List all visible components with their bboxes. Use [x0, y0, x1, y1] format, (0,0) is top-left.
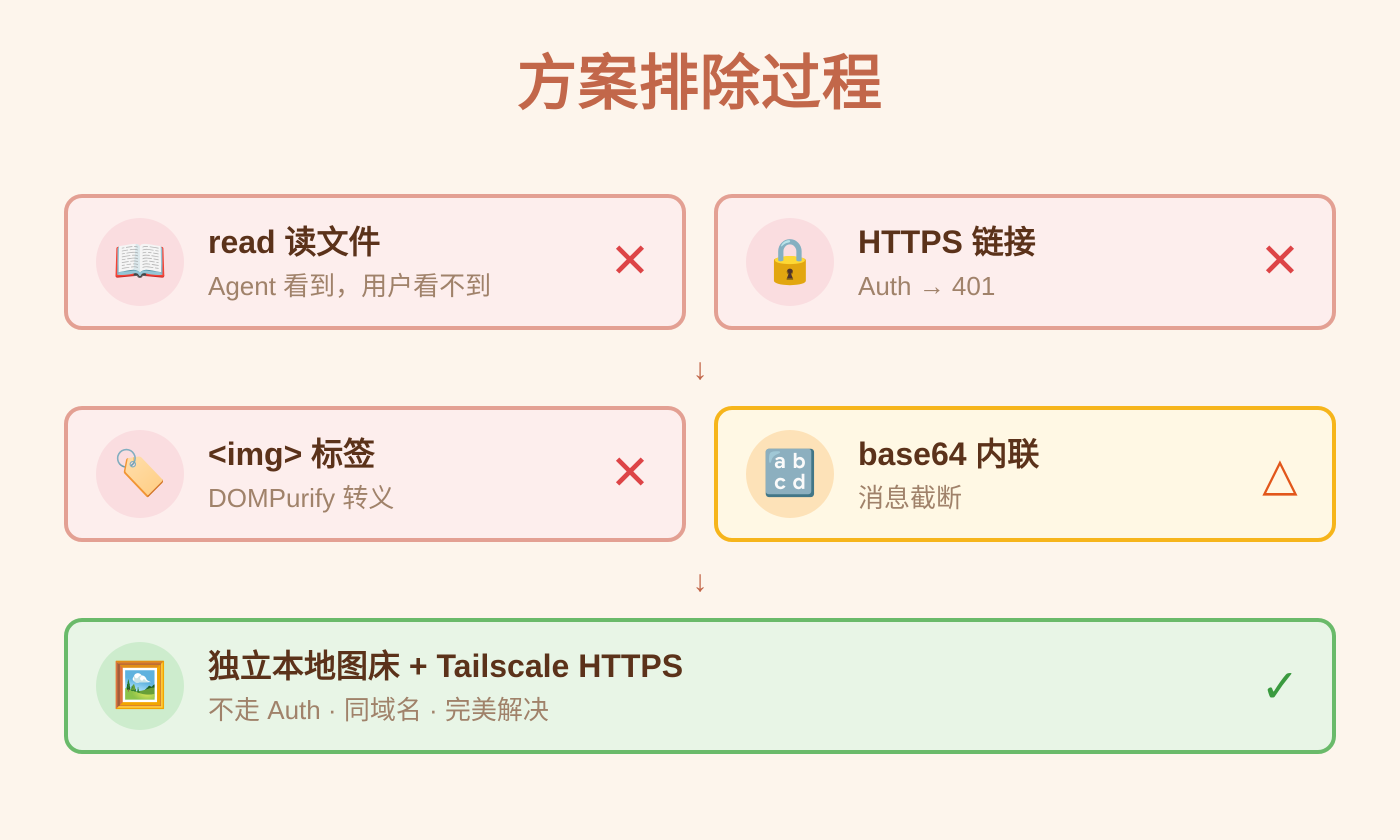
card-title: 独立本地图床 + Tailscale HTTPS [208, 648, 684, 684]
card-text: 独立本地图床 + Tailscale HTTPS 不走 Auth · 同域名 ·… [208, 644, 683, 730]
warning-triangle-icon: △ [1262, 448, 1298, 500]
tag-icon: 🏷️ [96, 430, 184, 518]
card-subtitle: DOMPurify 转义 [208, 483, 395, 513]
card-subtitle: 消息截断 [858, 483, 963, 513]
card-text: HTTPS 链接 Auth → 401 [858, 220, 1036, 306]
card-subtitle: Agent 看到，用户看不到 [208, 271, 492, 301]
rejected-x-icon: ✕ [609, 447, 651, 500]
rejected-x-icon: ✕ [609, 235, 651, 288]
lock-icon: 🔒 [746, 218, 834, 306]
solution-card-local-image-host: 🖼️ 独立本地图床 + Tailscale HTTPS 不走 Auth · 同域… [64, 618, 1336, 754]
abcd-icon: 🔡 [746, 430, 834, 518]
open-book-icon: 📖 [96, 218, 184, 306]
card-title: base64 内联 [858, 436, 1040, 472]
option-card-read-file: 📖 read 读文件 Agent 看到，用户看不到 ✕ [64, 194, 686, 330]
option-card-base64-inline: 🔡 base64 内联 消息截断 △ [714, 406, 1336, 542]
page-title: 方案排除过程 [517, 50, 883, 117]
down-arrow-icon: ↓ [692, 353, 708, 386]
card-text: <img> 标签 DOMPurify 转义 [208, 432, 394, 518]
framed-picture-icon: 🖼️ [96, 642, 184, 730]
rejected-x-icon: ✕ [1259, 235, 1301, 288]
option-card-img-tag: 🏷️ <img> 标签 DOMPurify 转义 ✕ [64, 406, 686, 542]
card-text: base64 内联 消息截断 [858, 432, 1039, 518]
card-title: read 读文件 [208, 224, 381, 260]
option-card-https-link: 🔒 HTTPS 链接 Auth → 401 ✕ [714, 194, 1336, 330]
card-subtitle: Auth → 401 [858, 271, 996, 301]
card-subtitle: 不走 Auth · 同域名 · 完美解决 [208, 695, 549, 725]
card-title: <img> 标签 [208, 436, 376, 472]
down-arrow-icon: ↓ [692, 565, 708, 598]
check-icon: ✓ [1260, 660, 1300, 712]
card-title: HTTPS 链接 [858, 224, 1036, 260]
card-text: read 读文件 Agent 看到，用户看不到 [208, 220, 491, 306]
